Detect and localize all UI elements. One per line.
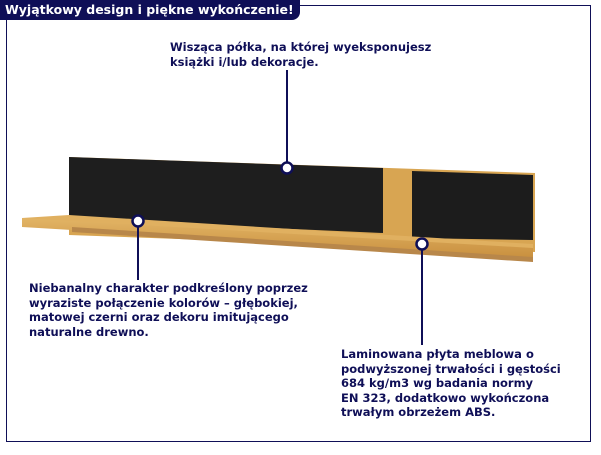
shelf-board-front <box>22 218 533 258</box>
frame-border-top <box>280 5 590 6</box>
black-panel-right <box>412 171 533 240</box>
page-title: Wyjątkowy design i piękne wykończenie! <box>0 0 300 20</box>
frame-border <box>6 5 591 442</box>
callout-dot-left <box>131 214 145 228</box>
shelf-underside <box>72 227 533 262</box>
callout-top-text: Wisząca półka, na której wyeksponujesz k… <box>170 40 432 69</box>
callout-dot-top <box>280 161 294 175</box>
callout-right-text: Laminowana płyta meblowa o podwyższonej … <box>341 347 561 419</box>
callout-dot-right <box>415 237 429 251</box>
black-panel-left <box>69 157 383 233</box>
callout-left-text: Niebanalny charakter podkreślony poprzez… <box>29 281 308 339</box>
